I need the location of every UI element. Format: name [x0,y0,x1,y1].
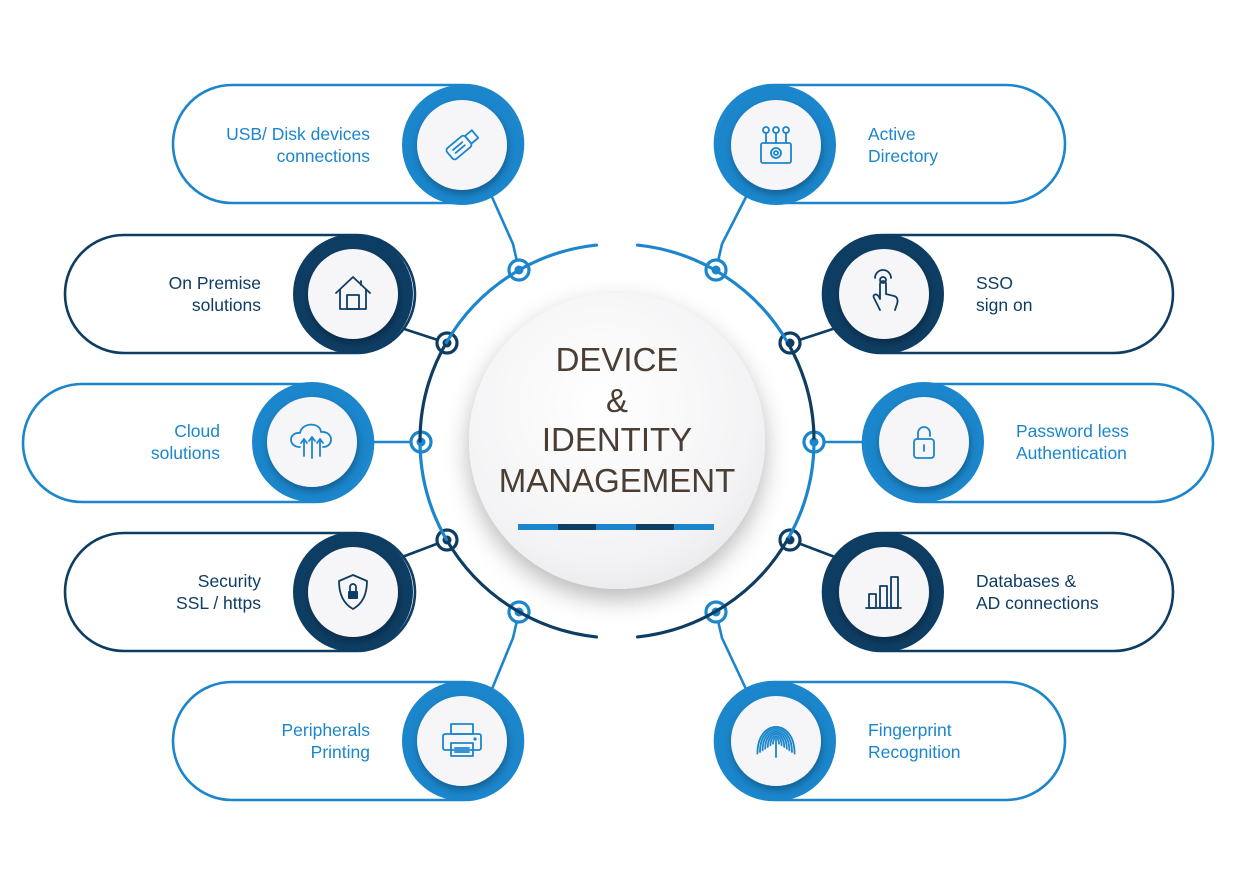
underline-segment-2 [558,524,596,530]
label-databases-line-1: Databases & [976,571,1077,591]
label-peripherals-line-1: Peripherals [281,720,370,740]
item-databases: Databases &AD connections [821,531,1175,653]
label-on-premise-line-1: On Premise [169,273,261,293]
printer-icon [442,723,482,757]
icon-disc-usb-disk-devices [417,100,507,190]
underline-segment-3 [596,524,636,530]
connector-peripherals [490,611,521,690]
connector-fingerprint [714,611,748,690]
connector-usb-disk-devices [490,196,521,271]
center-hub: DEVICE & IDENTITY MANAGEMENT [469,293,765,589]
label-security-line-2: SSL / https [176,593,261,613]
cloud-upload-icon [290,423,332,459]
label-sso-line-1: SSO [976,273,1013,293]
label-active-directory-line-1: Active [868,124,916,144]
icon-disc-sso [839,249,929,339]
label-cloud-line-2: solutions [151,443,220,463]
label-fingerprint-line-1: Fingerprint [868,720,952,740]
underline-segment-1 [518,524,558,530]
label-databases-line-2: AD connections [976,593,1099,613]
label-on-premise-line-2: solutions [192,295,261,315]
center-title-line-2: & [606,382,628,419]
ring-arc-right-upper-2 [786,340,816,443]
center-circle [469,293,765,589]
touch-hand-icon [872,269,899,311]
underline-segment-4 [636,524,674,530]
center-title-line-1: DEVICE [556,341,679,378]
connector-active-directory [714,196,748,271]
label-sso-line-2: sign on [976,295,1032,315]
ring-arc-left-lower-2 [418,439,448,542]
ring-arc-right-lower-1 [786,439,816,542]
underline-segment-5 [674,524,714,530]
center-title-line-4: MANAGEMENT [499,462,736,499]
shield-lock-icon [338,574,368,610]
label-passwordless-line-1: Password less [1016,421,1129,441]
usb-drive-icon [445,129,480,161]
label-usb-disk-devices-line-2: connections [277,146,371,166]
bar-chart-icon [865,576,902,609]
ring-arc-right-upper-1 [635,243,790,345]
ring-arc-left-lower-1 [444,537,599,639]
icon-disc-passwordless [879,397,969,487]
label-security-line-1: Security [198,571,261,591]
label-cloud-line-1: Cloud [174,421,220,441]
icon-disc-peripherals [417,696,507,786]
label-usb-disk-devices-line-1: USB/ Disk devices [226,124,370,144]
icon-disc-on-premise [308,249,398,339]
center-underline-bar [518,524,714,530]
fingerprint-icon [756,726,796,758]
ring-arc-right-lower-2 [635,537,790,639]
ring-arc-left-upper-1 [418,340,448,443]
icon-disc-active-directory [731,100,821,190]
label-passwordless-line-2: Authentication [1016,443,1127,463]
center-title-line-3: IDENTITY [542,421,692,458]
central-ring [418,243,816,639]
label-fingerprint-line-2: Recognition [868,742,960,762]
label-active-directory-line-2: Directory [868,146,938,166]
label-peripherals-line-2: Printing [311,742,370,762]
unlocked-padlock-icon [913,426,935,459]
directory-network-icon [760,126,792,164]
icon-disc-databases [839,547,929,637]
ring-arc-left-upper-2 [444,243,599,345]
house-icon [335,276,371,310]
